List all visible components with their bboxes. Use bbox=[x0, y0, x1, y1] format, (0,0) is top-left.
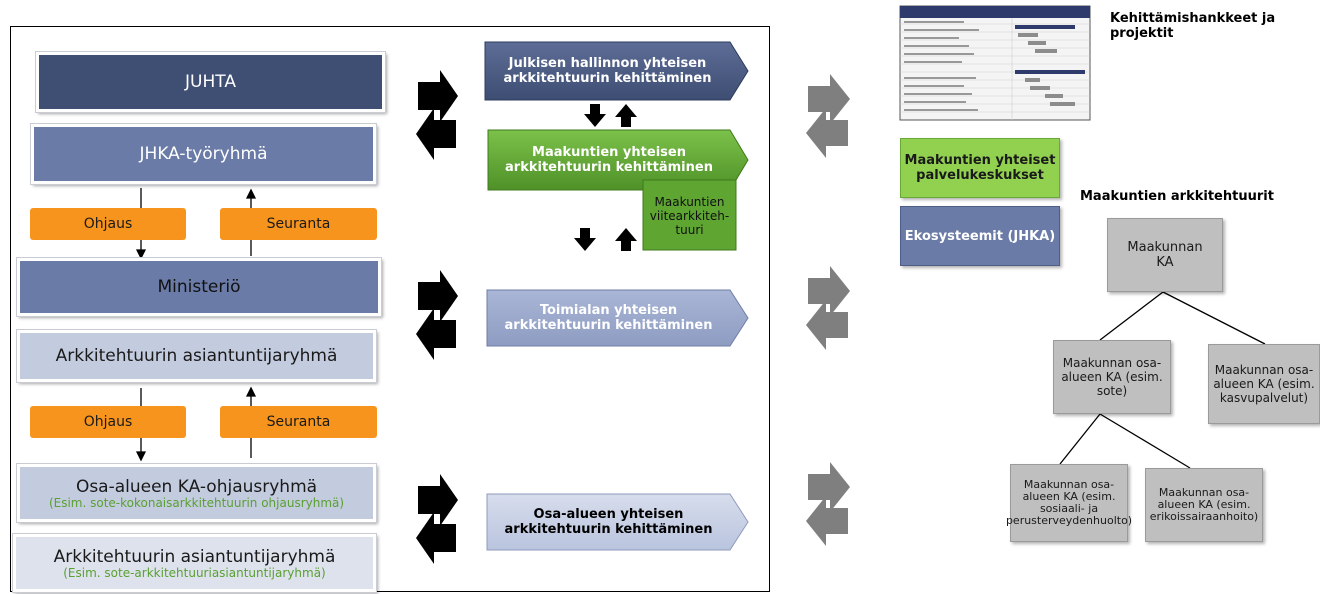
asiantuntija-sublabel-2: (Esim. sote-arkkitehtuuriasiantuntijaryh… bbox=[63, 565, 326, 580]
maakuntien-text: Maakuntien yhteisen arkkitehtuurin kehit… bbox=[488, 130, 748, 190]
juhta-label: JUHTA bbox=[185, 72, 236, 92]
chevron-maakuntien bbox=[487, 129, 749, 191]
left-frame bbox=[10, 26, 770, 592]
ekosysteemit-label: Ekosysteemit (JHKA) bbox=[904, 228, 1056, 244]
toimialan-label: Toimialan yhteisen arkkitehtuurin kehitt… bbox=[504, 303, 713, 333]
ministerio-box: Ministeriö bbox=[16, 257, 382, 317]
chevron-toimialan bbox=[486, 289, 749, 347]
osa-kasvu-label: Maakunnan osa-alueen KA (esim. kasvupalv… bbox=[1213, 363, 1315, 405]
chevron-osa-alueen bbox=[486, 493, 749, 551]
asiantuntija-label-2: Arkkitehtuurin asiantuntijaryhmä bbox=[53, 546, 336, 567]
julkisen-label: Julkisen hallinnon yhteisen arkkitehtuur… bbox=[503, 56, 712, 86]
exchange-arrows-grey bbox=[806, 74, 850, 546]
osa-ohjausryhma-label: Osa-alueen KA-ohjausryhmä bbox=[75, 476, 318, 497]
jhka-box: JHKA-työryhmä bbox=[30, 123, 377, 185]
ohjaus-tag-1: Ohjaus bbox=[30, 208, 186, 240]
kehittamis-title-text: Kehittämishankkeet ja projektit bbox=[1110, 11, 1276, 41]
osa-erikois-box: Maakunnan osa-alueen KA (esim. erikoissa… bbox=[1145, 468, 1263, 542]
asiantuntija-label-1: Arkkitehtuurin asiantuntijaryhmä bbox=[55, 346, 338, 366]
asiantuntija-box-2: Arkkitehtuurin asiantuntijaryhmä (Esim. … bbox=[12, 533, 377, 593]
osa-sote-box: Maakunnan osa-alueen KA (esim. sote) bbox=[1053, 340, 1171, 414]
viitearkkitehtuuri-label: Maakuntien viitearkkiteh-tuuri bbox=[649, 195, 730, 237]
julkisen-text: Julkisen hallinnon yhteisen arkkitehtuur… bbox=[485, 42, 748, 100]
tree-connectors bbox=[1059, 291, 1266, 469]
osa-kasvu-box: Maakunnan osa-alueen KA (esim. kasvupalv… bbox=[1208, 344, 1320, 424]
maakunnan-ka-box: Maakunnan KA bbox=[1107, 218, 1223, 292]
osa-ohjausryhma-sublabel: (Esim. sote-kokonaisarkkitehtuurin ohjau… bbox=[48, 495, 345, 510]
palvelukeskukset-label: Maakuntien yhteiset palvelukeskukset bbox=[904, 153, 1056, 183]
kehittamis-title: Kehittämishankkeet ja projektit bbox=[1110, 11, 1310, 41]
chevron-julkisen bbox=[484, 41, 749, 101]
seuranta-label-1: Seuranta bbox=[266, 216, 331, 232]
viitearkkitehtuuri-text: Maakuntien viitearkkiteh-tuuri bbox=[645, 186, 734, 246]
osa-ohjausryhma-box: Osa-alueen KA-ohjausryhmä (Esim. sote-ko… bbox=[16, 463, 377, 523]
osa-sosiaali-box: Maakunnan osa-alueen KA (esim. sosiaali-… bbox=[1006, 464, 1132, 542]
arkkitehtuurit-title-text: Maakuntien arkkitehtuurit bbox=[1080, 189, 1274, 204]
osa-alueen-label: Osa-alueen yhteisen arkkitehtuurin kehit… bbox=[504, 507, 713, 537]
ekosysteemit-box: Ekosysteemit (JHKA) bbox=[900, 206, 1060, 266]
maakuntien-label: Maakuntien yhteisen arkkitehtuurin kehit… bbox=[505, 145, 713, 175]
ohjaus-tag-2: Ohjaus bbox=[30, 406, 186, 438]
osa-alueen-text: Osa-alueen yhteisen arkkitehtuurin kehit… bbox=[487, 494, 748, 550]
jhka-label: JHKA-työryhmä bbox=[139, 144, 268, 164]
ministerio-label: Ministeriö bbox=[157, 277, 241, 297]
arkkitehtuurit-title: Maakuntien arkkitehtuurit bbox=[1080, 189, 1315, 204]
viitearkkitehtuuri-box bbox=[642, 179, 737, 251]
gantt-thumbnail bbox=[899, 5, 1091, 121]
seuranta-label-2: Seuranta bbox=[266, 414, 331, 430]
asiantuntija-box-1: Arkkitehtuurin asiantuntijaryhmä bbox=[16, 329, 377, 383]
maakunnan-ka-label: Maakunnan KA bbox=[1127, 240, 1203, 270]
seuranta-tag-2: Seuranta bbox=[220, 406, 377, 438]
osa-erikois-label: Maakunnan osa-alueen KA (esim. erikoissa… bbox=[1149, 486, 1259, 523]
ohjaus-label-2: Ohjaus bbox=[83, 414, 133, 430]
ohjaus-label-1: Ohjaus bbox=[83, 216, 133, 232]
juhta-box: JUHTA bbox=[35, 51, 386, 113]
palvelukeskukset-box: Maakuntien yhteiset palvelukeskukset bbox=[900, 138, 1060, 198]
seuranta-tag-1: Seuranta bbox=[220, 208, 377, 240]
osa-sote-label: Maakunnan osa-alueen KA (esim. sote) bbox=[1061, 356, 1163, 398]
toimialan-text: Toimialan yhteisen arkkitehtuurin kehitt… bbox=[487, 290, 748, 346]
osa-sosiaali-label: Maakunnan osa-alueen KA (esim. sosiaali-… bbox=[1005, 478, 1133, 527]
exchange-arrows-black bbox=[416, 70, 458, 564]
small-vertical-arrows bbox=[574, 104, 637, 251]
